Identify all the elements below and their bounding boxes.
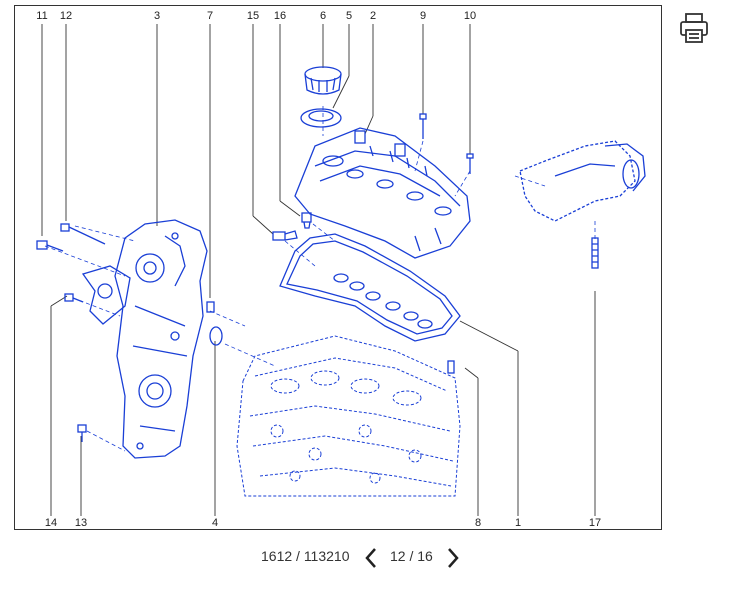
part-8-dowel: [447, 360, 455, 374]
callout-10: 10: [464, 10, 476, 22]
next-page-button[interactable]: [444, 546, 462, 570]
callout-11: 11: [36, 10, 47, 22]
callout-labels: 11 12 3 7 15 16 6 5 2 9 10 14 13 4 8 1 1…: [36, 10, 601, 529]
chevron-left-icon: [365, 548, 376, 568]
part-17-intake-duct: [519, 140, 646, 269]
callout-2: 2: [370, 10, 376, 22]
part-13-bolt: [77, 424, 87, 442]
chevron-right-icon: [448, 548, 459, 568]
part-7-dowel: [206, 301, 215, 313]
diagram-frame: 11 12 3 7 15 16 6 5 2 9 10 14 13 4 8 1 1…: [14, 5, 662, 530]
part-5-cap-seal: [300, 108, 342, 128]
assembly-guides: [44, 106, 596, 452]
part-drawings: [36, 66, 646, 497]
print-button[interactable]: [676, 10, 712, 46]
callout-3: 3: [154, 10, 160, 22]
part-4-o-ring: [209, 326, 223, 346]
engine-mount-bracket: [81, 265, 131, 325]
part-16-plug: [301, 212, 312, 229]
callout-6: 6: [320, 10, 326, 22]
callout-14: 14: [45, 517, 57, 529]
part-14-bolt: [64, 293, 84, 303]
exploded-parts-diagram: 11 12 3 7 15 16 6 5 2 9 10 14 13 4 8 1 1…: [36, 10, 646, 529]
part-9-bolt: [419, 113, 427, 139]
previous-page-button[interactable]: [362, 546, 380, 570]
part-6-oil-cap: [304, 66, 342, 95]
callout-12: 12: [60, 10, 72, 22]
callout-4: 4: [212, 517, 218, 529]
callout-5: 5: [346, 10, 352, 22]
callout-17: 17: [589, 517, 601, 529]
reference-number: 1612 / 113210: [261, 548, 350, 564]
callout-8: 8: [475, 517, 481, 529]
callout-9: 9: [420, 10, 426, 22]
callout-16: 16: [274, 10, 286, 22]
callout-7: 7: [207, 10, 213, 22]
part-2-valve-cover: [294, 127, 471, 259]
leader-lines: [41, 24, 596, 516]
part-12-bolt: [60, 223, 106, 245]
printer-icon: [680, 13, 708, 43]
part-11-bolt: [36, 240, 64, 252]
part-3-timing-cover: [114, 219, 208, 459]
callout-1: 1: [515, 517, 521, 529]
callout-13: 13: [75, 517, 87, 529]
callout-15: 15: [247, 10, 259, 22]
pagination-bar: 1612 / 113210 12 / 16: [0, 540, 730, 576]
page-indicator: 12 / 16: [390, 548, 433, 564]
part-15-sensor: [272, 230, 298, 241]
engine-block-outline: [236, 335, 461, 497]
part-1-gasket: [279, 233, 461, 342]
part-10-stud: [466, 153, 474, 174]
